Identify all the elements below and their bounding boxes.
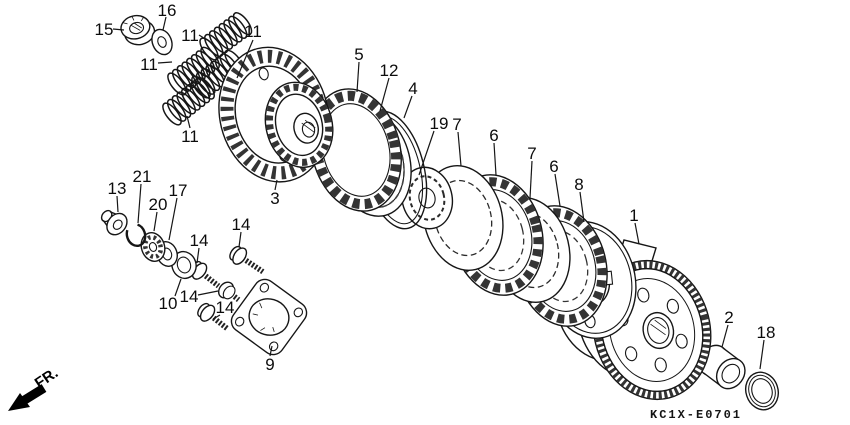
thrust-washer-b [171, 250, 197, 280]
callout-label: 4 [408, 79, 417, 98]
callout-11-a: 11 [181, 26, 208, 45]
lock-nut [120, 14, 156, 46]
callout-label: 20 [149, 195, 168, 214]
fr-direction-marker: FR. [8, 364, 61, 411]
callout-5: 5 [354, 45, 364, 93]
fr-arrow-head [8, 393, 30, 411]
callout-label: 13 [108, 179, 127, 198]
callout-label: 14 [180, 287, 199, 306]
callout-16: 16 [158, 1, 177, 31]
callout-14-d: 14 [212, 298, 235, 320]
callout-label: 7 [452, 115, 461, 134]
callout-14-a: 14 [190, 231, 209, 264]
callout-2: 2 [721, 308, 734, 348]
callout-label: 10 [159, 294, 178, 313]
callout-14-b: 14 [232, 215, 251, 248]
callout-label: 19 [430, 114, 449, 133]
callout-label: 18 [757, 323, 776, 342]
pivot-pin-washer [100, 209, 128, 236]
callout-label: 9 [265, 355, 274, 374]
callout-7-a: 7 [452, 115, 462, 167]
nut-body [217, 281, 236, 300]
spring-washer [151, 28, 173, 56]
collar-bushing [698, 344, 746, 390]
callout-4: 4 [403, 79, 418, 119]
callout-10: 10 [159, 278, 182, 313]
flange-bolt-lower [197, 302, 230, 332]
callout-label: 17 [169, 181, 188, 200]
callout-label: 21 [133, 167, 152, 186]
callout-label: 6 [549, 157, 558, 176]
clutch-spring-bottom [160, 75, 218, 128]
callout-label: 11 [140, 55, 158, 74]
judder-spring-seat [400, 166, 454, 230]
callout-19: 19 [418, 114, 449, 176]
clutch-center-gear [218, 46, 334, 183]
callout-label: 11 [244, 22, 262, 41]
callout-label: 2 [724, 308, 733, 327]
callout-label: 16 [158, 1, 177, 20]
snap-ring [125, 222, 147, 248]
callout-8: 8 [574, 175, 585, 223]
callout-11-d: 11 [181, 115, 199, 146]
flange-bolt-upper [229, 245, 265, 275]
callout-label: 6 [489, 126, 498, 145]
callout-label: 7 [527, 144, 536, 163]
callout-12: 12 [379, 61, 399, 112]
fr-arrow-shaft [20, 384, 47, 405]
callout-14-c: 14 [180, 287, 219, 306]
ball-bearing [140, 232, 166, 262]
callout-18: 18 [757, 323, 776, 370]
callout-label: 11 [181, 127, 199, 146]
collar-washer [744, 371, 780, 411]
callout-3: 3 [270, 179, 280, 208]
callout-7-b: 7 [527, 144, 537, 199]
callout-9: 9 [265, 345, 275, 374]
callout-label: 15 [95, 20, 114, 39]
callout-label: 14 [190, 231, 209, 250]
callout-label: 3 [270, 189, 279, 208]
callout-label: 5 [354, 45, 363, 64]
callout-6-b: 6 [549, 157, 561, 207]
callout-11-c: 11 [140, 55, 173, 74]
callout-21: 21 [133, 167, 152, 224]
callout-15: 15 [95, 20, 125, 39]
callout-label: 1 [629, 206, 638, 225]
callouts: 15 16 11 11 11 11 3 5 12 4 19 7 6 7 6 8 … [95, 1, 776, 374]
callout-1: 1 [629, 206, 640, 245]
diagram-code: KC1X-E0701 [650, 408, 742, 422]
callout-20: 20 [149, 195, 168, 232]
callout-label: 8 [574, 175, 583, 194]
callout-11-b: 11 [236, 22, 262, 79]
callout-17: 17 [168, 181, 188, 241]
callout-13: 13 [108, 179, 127, 213]
callout-label: 14 [232, 215, 251, 234]
side-plate [230, 278, 308, 356]
callout-label: 14 [216, 298, 235, 317]
callout-label: 12 [380, 61, 399, 80]
callout-6-a: 6 [489, 126, 499, 176]
callout-label: 11 [181, 26, 199, 45]
